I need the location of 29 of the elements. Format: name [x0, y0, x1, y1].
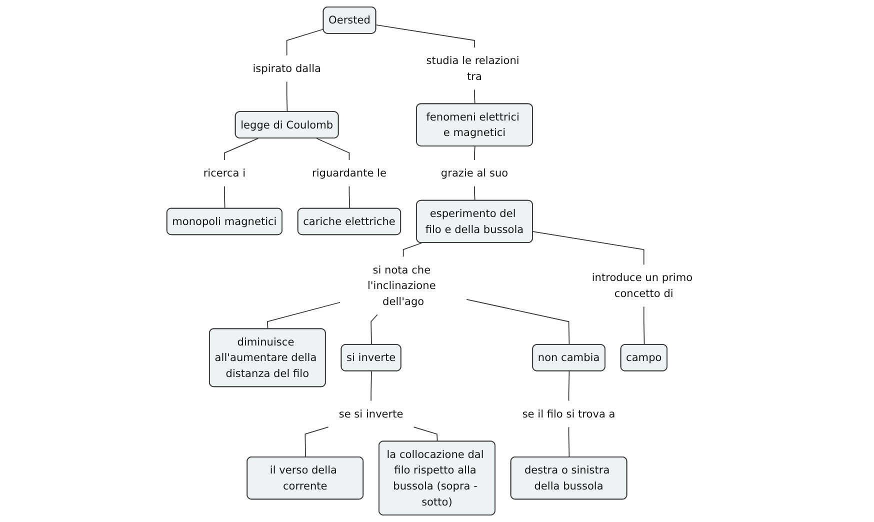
node-text: introduce un primo concetto di — [592, 272, 693, 300]
connector — [266, 302, 340, 330]
connector — [568, 370, 570, 402]
connector — [376, 24, 475, 48]
connector — [348, 186, 350, 210]
node-text: riguardante le — [312, 166, 386, 180]
connector — [224, 138, 258, 160]
connector — [286, 28, 324, 56]
node-text: grazie al suo — [440, 166, 508, 180]
connector — [316, 138, 350, 160]
connector — [370, 314, 378, 346]
connector — [643, 306, 645, 346]
node-text: se il filo si trova a — [522, 408, 616, 420]
node-text: studia le relazioni tra — [426, 54, 520, 83]
connector — [474, 146, 476, 160]
node-text: se si inverte — [338, 408, 404, 420]
connector — [474, 89, 476, 105]
node-text: si nota che l'inclinazione dell'ago — [367, 264, 436, 308]
connector — [286, 81, 288, 112]
node-text: ispirato dalla — [252, 62, 321, 75]
connector — [466, 298, 570, 346]
connector — [224, 186, 226, 210]
connector — [402, 242, 422, 258]
node-text: ricerca i — [203, 166, 246, 180]
connector — [532, 231, 644, 265]
connector — [474, 186, 476, 202]
connector — [370, 370, 372, 402]
connector — [413, 426, 438, 442]
connector — [568, 426, 570, 458]
